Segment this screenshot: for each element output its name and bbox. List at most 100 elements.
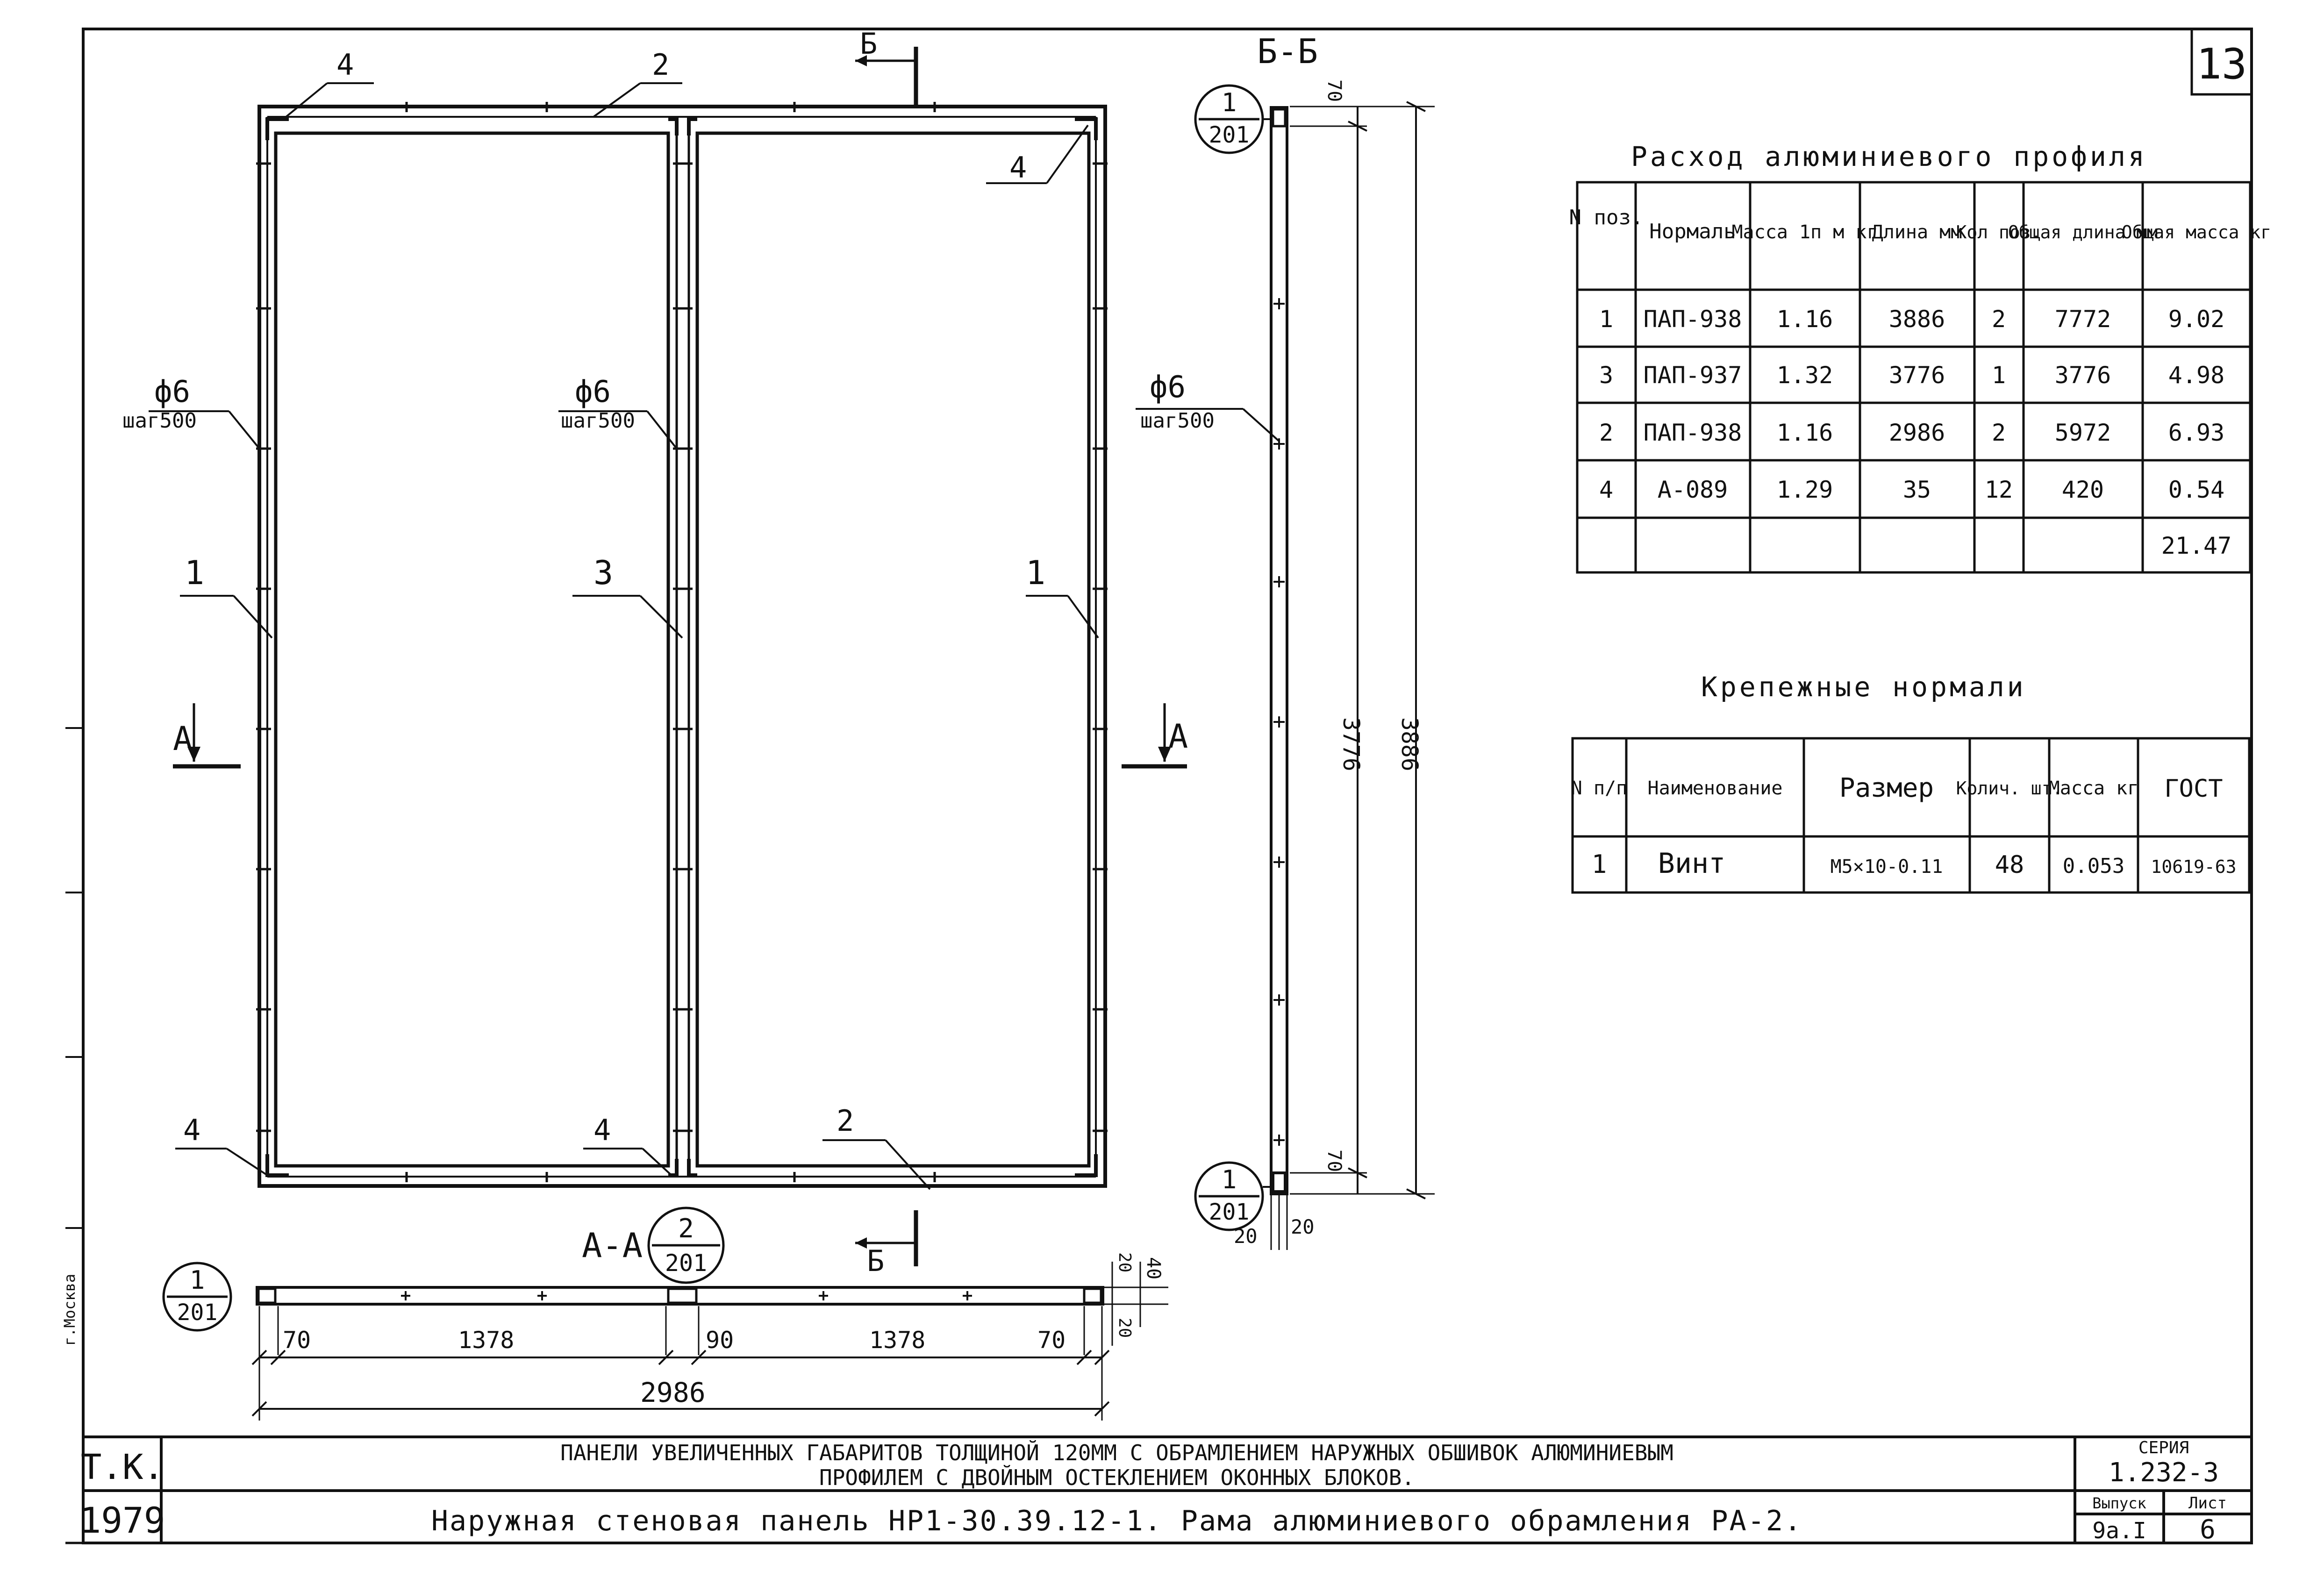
sheet-label: Лист: [2188, 1494, 2227, 1513]
rebar-step-left: шаг500: [122, 409, 197, 433]
cut-a-label-right: А: [1168, 717, 1188, 756]
cell: 48: [1995, 851, 2024, 879]
label-pos-2-top: 2: [652, 48, 669, 82]
title-line-2: ПРОФИЛЕМ С ДВОЙНЫМ ОСТЕКЛЕНИЕМ ОКОННЫХ Б…: [819, 1465, 1415, 1490]
cell: 12: [1985, 476, 2013, 503]
org-label: Т.К.: [81, 1447, 164, 1487]
dim-90: 90: [706, 1327, 734, 1354]
label-pos-4-top-left: 4: [336, 48, 354, 82]
cut-b-label-bottom: Б: [867, 1244, 884, 1278]
sheet-number-box: 13: [2190, 28, 2253, 96]
label-pos-4-bottom-left: 4: [183, 1113, 200, 1147]
cell: 3886: [1889, 306, 1945, 333]
cell: 3776: [2055, 362, 2111, 389]
th-length: Длина мм: [1872, 221, 1962, 243]
dim-3776: 3776: [1338, 717, 1364, 771]
section-aa-strip: 1 201 70 1378 90 1378 70 2986: [162, 1252, 1168, 1421]
callout-1-den-bottom: 201: [1209, 1199, 1250, 1225]
cell: Винт: [1658, 847, 1726, 880]
rebar-step-right: шаг500: [1140, 409, 1215, 433]
dim-1378-left: 1378: [458, 1327, 514, 1354]
label-pos-3: 3: [594, 554, 613, 592]
th-np: N п/п: [1571, 778, 1627, 799]
cell: ПАП-938: [1644, 419, 1742, 446]
cell: 1.32: [1777, 362, 1833, 389]
cell: 4.98: [2168, 362, 2224, 389]
dim-3886: 3886: [1396, 717, 1423, 771]
sheet-value: 6: [2200, 1514, 2216, 1545]
dim-40-strip: 40: [1143, 1257, 1164, 1279]
th-normal: Нормаль: [1649, 220, 1736, 243]
title-line-1: ПАНЕЛИ УВЕЛИЧЕННЫХ ГАБАРИТОВ ТОЛЩИНОЙ 12…: [560, 1440, 1673, 1465]
dim-1378-right: 1378: [869, 1327, 925, 1354]
cell: 2: [1992, 306, 2006, 333]
dim-20-left: 20: [1234, 1225, 1258, 1248]
cell-total: 21.47: [2161, 532, 2232, 559]
issue-value: 9а.I: [2092, 1518, 2146, 1544]
th-total-mass: Общая масса кг: [2122, 222, 2271, 243]
th-gost: ГОСТ: [2164, 775, 2223, 803]
dim-20-strip-top: 20: [1115, 1252, 1134, 1272]
cell: 3776: [1889, 362, 1945, 389]
table-profile-title: Расход алюминиевого профиля: [1631, 141, 2147, 172]
rebar-diameter-right: ф6: [1150, 370, 1186, 405]
title-line-3: Наружная стеновая панель НР1-30.39.12-1.…: [431, 1505, 1802, 1537]
table-fasteners: Крепежные нормали N п/п Наименование Раз…: [1571, 671, 2251, 894]
title-block: Т.К. 1979 ПАНЕЛИ УВЕЛИЧЕННЫХ ГАБАРИТОВ Т…: [61, 1274, 2252, 1545]
label-pos-2-bottom: 2: [837, 1104, 854, 1138]
th-qty: Колич. шт.: [1956, 778, 2063, 799]
table-fasteners-title: Крепежные нормали: [1701, 671, 2026, 703]
th-total-length: Общая длина мм: [2008, 222, 2158, 243]
label-pos-4-bottom-mid: 4: [594, 1113, 611, 1147]
cell: 1.16: [1777, 419, 1833, 446]
table-profile: Расход алюминиевого профиля N поз. Норма…: [1569, 141, 2271, 574]
cell: ПАП-938: [1644, 306, 1742, 333]
cell: 6.93: [2168, 419, 2224, 446]
dim-70-left: 70: [283, 1327, 311, 1354]
cell: 1: [1592, 850, 1607, 879]
callout-1-num-top: 1: [1222, 88, 1237, 117]
cell: 2986: [1889, 419, 1945, 446]
series-value: 1.232-3: [2109, 1457, 2219, 1488]
callout-2-den: 201: [665, 1250, 707, 1277]
callout-1-num-bottom: 1: [1222, 1165, 1237, 1194]
label-pos-4-top-right: 4: [1009, 150, 1027, 185]
frame-elevation: 4 2 4 Б ф6 шаг500 ф6 шаг500 ф6 шаг500 1 …: [122, 27, 1280, 1284]
cut-b-label-top: Б: [860, 27, 877, 61]
section-bb: Б-Б 1 201 3776 3886 70: [1194, 32, 1435, 1250]
label-pos-1-right: 1: [1026, 554, 1045, 592]
th-mass: Масса кг: [2049, 778, 2139, 799]
cell: 1.16: [1777, 306, 1833, 333]
cell: 4: [1599, 476, 1613, 503]
cell: А-089: [1658, 476, 1728, 503]
dim-70-bottom: 70: [1323, 1150, 1345, 1172]
cell: 1.29: [1777, 476, 1833, 503]
th-name: Наименование: [1648, 778, 1783, 799]
section-aa-title: А-А: [582, 1226, 643, 1265]
cell: 1: [1992, 362, 2006, 389]
issue-label: Выпуск: [2092, 1494, 2146, 1512]
rebar-diameter-mid: ф6: [575, 375, 611, 409]
th-count: Кол поз.: [1956, 222, 2041, 243]
cell: 9.02: [2168, 306, 2224, 333]
rebar-step-mid: шаг500: [561, 409, 635, 433]
cell: ПАП-937: [1644, 362, 1742, 389]
dim-20-strip-bottom: 20: [1115, 1318, 1134, 1338]
sheet-number: 13: [2196, 40, 2247, 89]
cell: 35: [1903, 476, 1931, 503]
cell: 420: [2062, 476, 2104, 503]
cell: 0.54: [2168, 476, 2224, 503]
cut-a-label-left: А: [173, 720, 193, 758]
th-size: Размер: [1839, 773, 1934, 803]
dim-70-right: 70: [1037, 1327, 1065, 1354]
rebar-diameter-left: ф6: [154, 375, 190, 409]
year-label: 1979: [79, 1499, 165, 1541]
cell: 10619-63: [2151, 857, 2236, 877]
sheet-frame: [65, 28, 2253, 1544]
callout-1-num-strip: 1: [190, 1265, 205, 1295]
label-pos-1-left: 1: [185, 554, 204, 592]
dim-2986: 2986: [640, 1377, 706, 1408]
city-label: г.Москва: [61, 1274, 79, 1346]
callout-2-num: 2: [678, 1214, 694, 1244]
